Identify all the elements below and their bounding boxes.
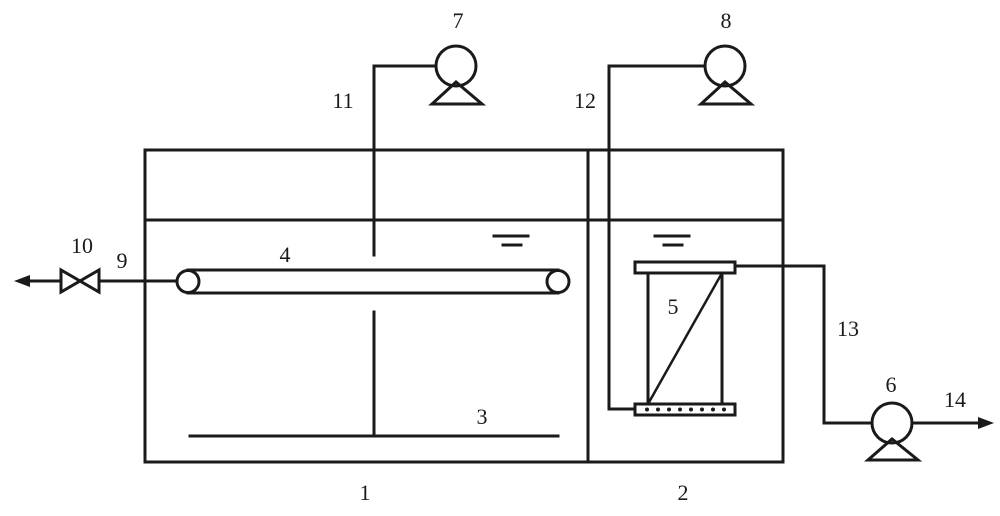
pump-6 — [864, 401, 923, 462]
pump-8 — [697, 44, 756, 106]
permeate-line-13 — [733, 264, 873, 425]
membrane-module-5 — [633, 260, 737, 417]
left-arrow-icon — [14, 275, 30, 287]
label-membrane-5: 5 — [668, 294, 679, 319]
air-line-12 — [607, 64, 707, 411]
label-pump-7: 7 — [453, 8, 464, 33]
label-line-11: 11 — [332, 88, 353, 113]
label-pipe-9: 9 — [117, 248, 128, 273]
label-pipe-4: 4 — [280, 242, 291, 267]
water-level-marker-right — [653, 234, 691, 247]
tank-body — [143, 148, 785, 464]
label-line-13: 13 — [837, 316, 859, 341]
water-level-marker-left — [492, 234, 530, 247]
valve-10 — [59, 267, 101, 295]
horizontal-pipe-4 — [175, 268, 571, 295]
label-outlet-14: 14 — [944, 387, 966, 412]
discharge-pipe-9 — [14, 275, 179, 287]
outlet-arrow-14 — [910, 417, 994, 429]
aeration-holes — [645, 407, 726, 412]
label-aerator-3: 3 — [477, 404, 488, 429]
label-line-12: 12 — [574, 88, 596, 113]
label-tank-1: 1 — [360, 480, 371, 505]
air-line-11 — [372, 64, 436, 438]
pump-7 — [428, 44, 487, 106]
label-pump-6: 6 — [886, 372, 897, 397]
label-tank-2: 2 — [678, 480, 689, 505]
label-pump-8: 8 — [721, 8, 732, 33]
label-valve-10: 10 — [71, 233, 93, 258]
